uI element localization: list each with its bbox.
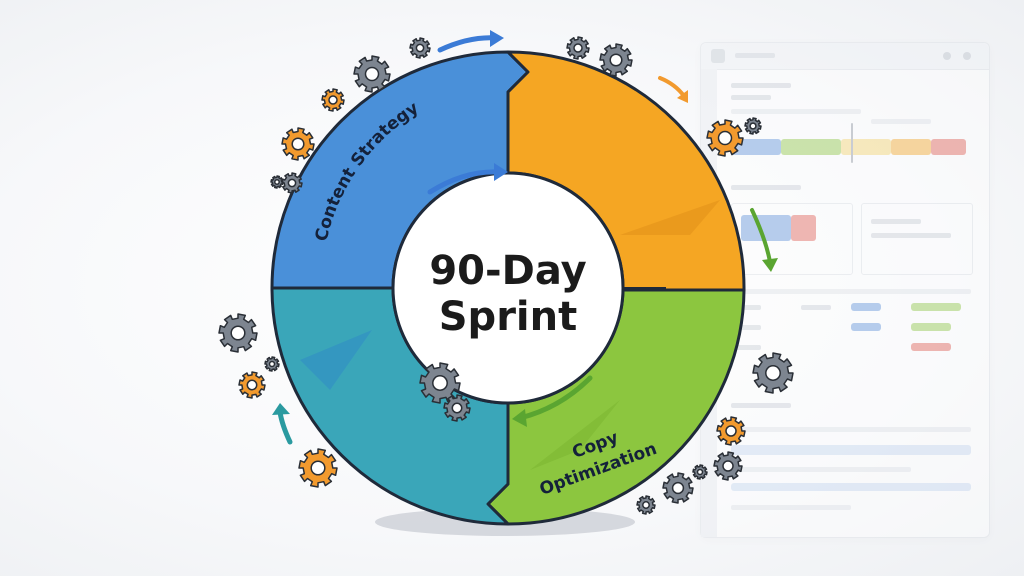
gear-icon bbox=[744, 117, 762, 135]
gear-icon bbox=[321, 88, 345, 112]
gear-icon bbox=[713, 451, 743, 481]
arrow-orange-icon bbox=[658, 76, 688, 103]
gear-icon bbox=[218, 313, 258, 353]
gear-icon bbox=[409, 37, 431, 59]
gear-icon bbox=[298, 448, 338, 488]
arrow-left-teal-icon bbox=[272, 403, 293, 445]
gear-icon bbox=[419, 362, 461, 404]
gear-icon bbox=[238, 371, 266, 399]
gear-icon bbox=[566, 36, 590, 60]
gear-icon bbox=[270, 175, 284, 189]
gear-icon bbox=[662, 472, 694, 504]
gear-icon bbox=[752, 352, 794, 394]
center-title-line2: Sprint bbox=[439, 294, 577, 340]
arrow-inner-green-icon bbox=[512, 375, 593, 427]
arrow-right-green-icon bbox=[750, 208, 778, 272]
gear-icon bbox=[264, 356, 280, 372]
center-title-line1: 90-Day bbox=[429, 248, 586, 294]
dashboard-color-bar bbox=[731, 139, 781, 155]
gear-icon bbox=[443, 394, 471, 422]
gear-icon bbox=[599, 43, 633, 77]
gear-icon bbox=[281, 172, 303, 194]
gear-icon bbox=[636, 495, 656, 515]
gear-icon bbox=[281, 127, 315, 161]
dashboard-titlebar bbox=[701, 43, 989, 70]
gear-icon bbox=[706, 119, 744, 157]
arrow-inner-blue-icon bbox=[427, 163, 508, 195]
gears bbox=[218, 36, 794, 515]
arrow-top-icon bbox=[437, 30, 504, 53]
gear-icon bbox=[716, 416, 746, 446]
gear-icon bbox=[353, 55, 391, 93]
gear-icon bbox=[692, 464, 708, 480]
